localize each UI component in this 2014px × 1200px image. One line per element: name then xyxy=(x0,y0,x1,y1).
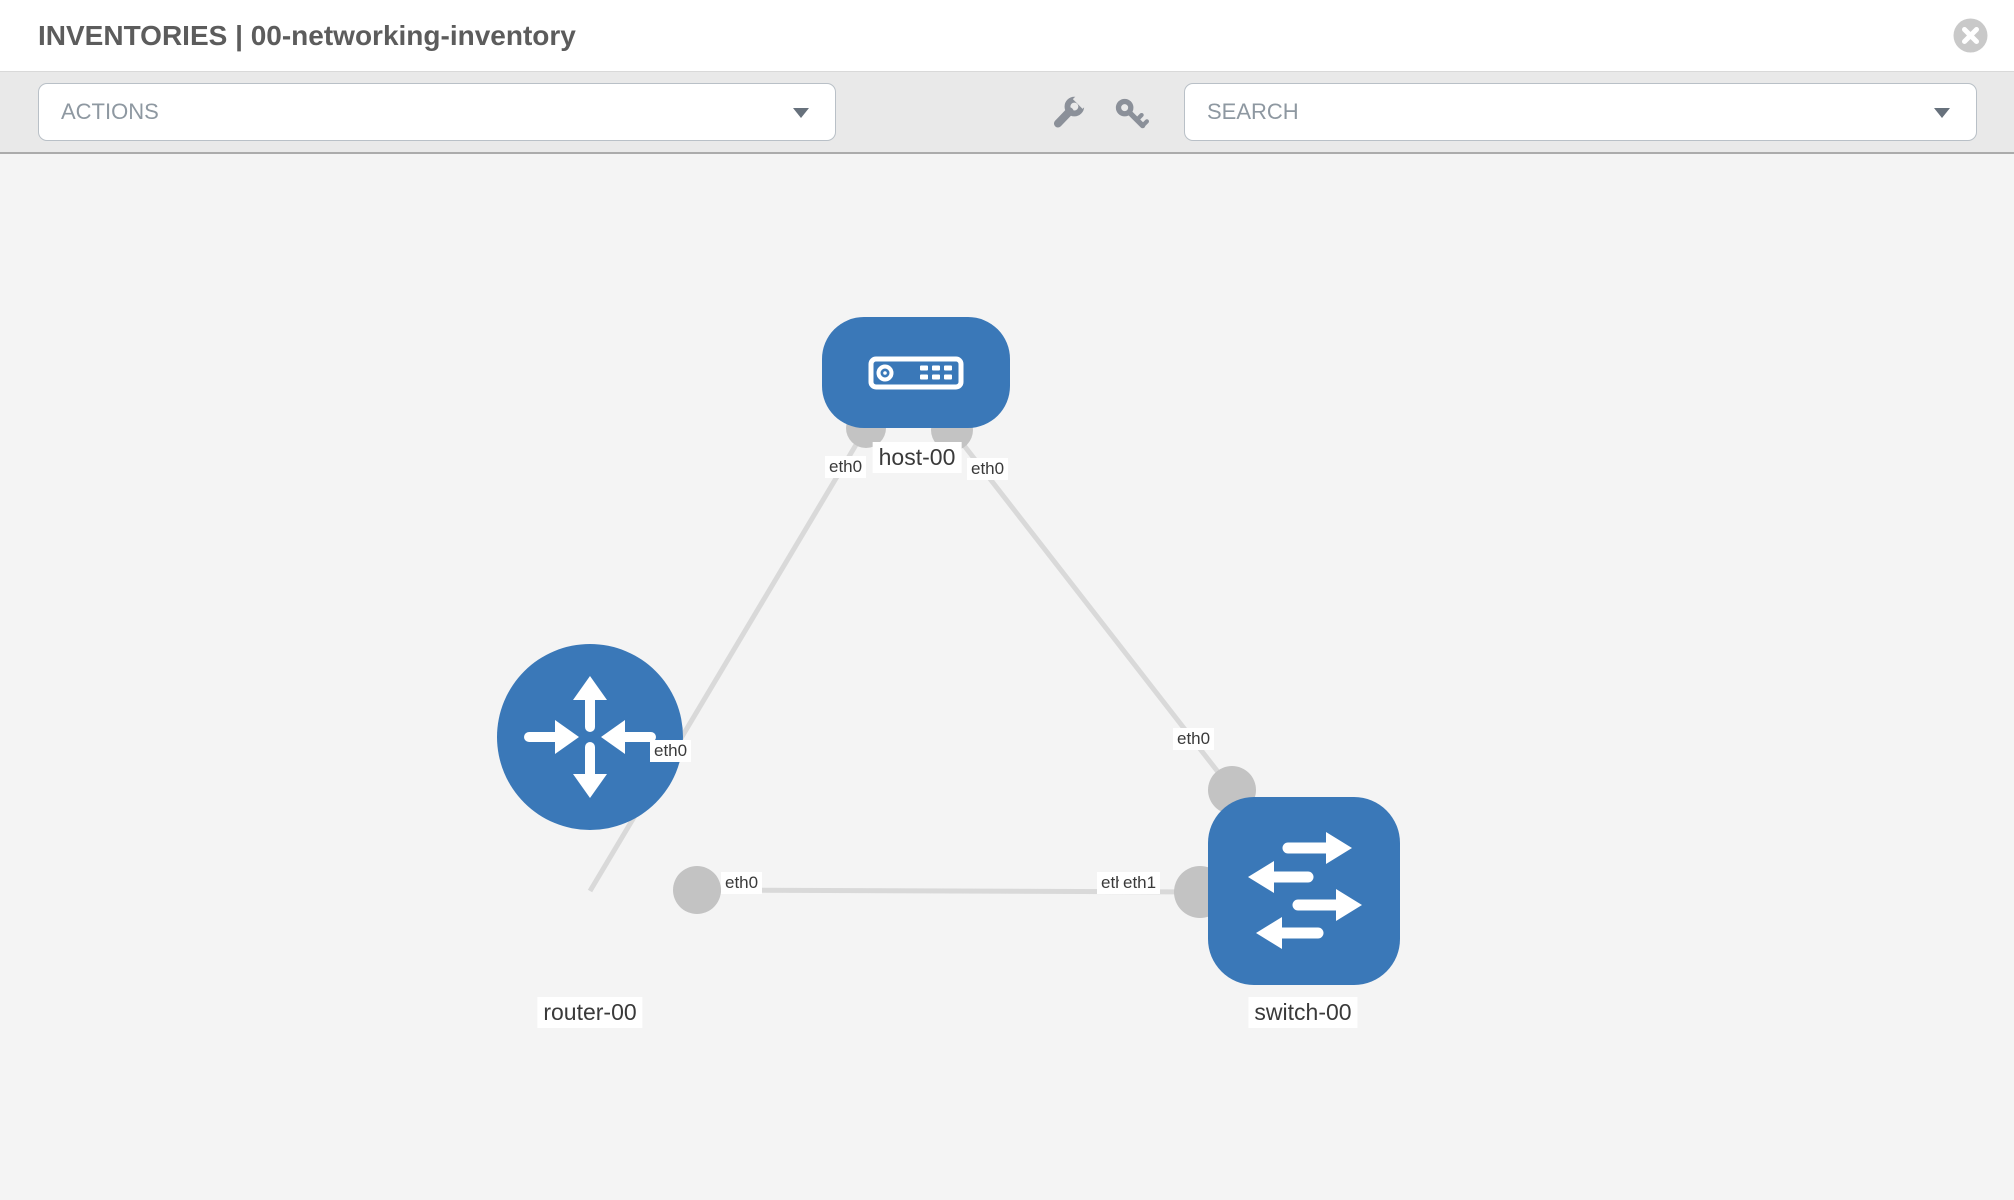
node-switch-00[interactable] xyxy=(1208,797,1400,985)
switch-icon xyxy=(1248,832,1362,949)
wrench-button[interactable] xyxy=(1050,89,1093,132)
iface-label-host-eth0: eth0 xyxy=(825,456,867,478)
port-router-eth0 xyxy=(673,866,721,914)
header: INVENTORIES | 00-networking-inventory xyxy=(0,0,2014,72)
close-button[interactable] xyxy=(1953,18,1988,53)
wrench-icon xyxy=(1053,89,1093,128)
chevron-down-icon xyxy=(1934,108,1950,118)
actions-placeholder: ACTIONS xyxy=(61,99,159,124)
iface-label-switch-eth0: eth0 xyxy=(1173,728,1215,750)
node-label-switch: switch-00 xyxy=(1248,997,1358,1028)
key-button[interactable] xyxy=(1113,96,1149,132)
node-label-router: router-00 xyxy=(537,997,643,1028)
iface-label-switch-eth1: eth1 xyxy=(1119,872,1161,894)
topology-canvas[interactable]: host-00 router-00 switch-00 eth0 eth0 et… xyxy=(0,154,2014,1200)
iface-label-router-eth0: eth0 xyxy=(721,872,763,894)
node-label-host: host-00 xyxy=(872,442,962,473)
topology-links xyxy=(587,426,1234,895)
iface-label-router-eth0: eth0 xyxy=(650,740,692,762)
router-icon xyxy=(524,676,656,798)
page-title: INVENTORIES | 00-networking-inventory xyxy=(38,20,576,51)
host-icon xyxy=(868,356,964,389)
chevron-down-icon xyxy=(793,108,809,118)
actions-dropdown[interactable]: ACTIONS xyxy=(38,83,836,141)
search-placeholder: SEARCH xyxy=(1207,99,1299,124)
search-dropdown[interactable]: SEARCH xyxy=(1184,83,1977,141)
node-host-00[interactable] xyxy=(822,317,1010,428)
toolbar: ACTIONS SEARCH xyxy=(0,72,2014,154)
iface-label-host-eth0: eth0 xyxy=(967,458,1009,480)
key-icon xyxy=(1115,98,1149,129)
close-icon xyxy=(1953,18,1988,53)
node-router-00[interactable] xyxy=(497,644,683,830)
